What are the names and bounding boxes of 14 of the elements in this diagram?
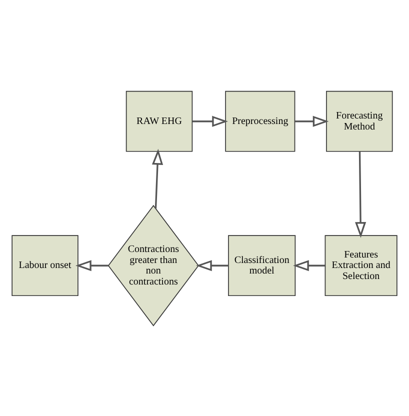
arrow (196, 260, 228, 271)
arrow (152, 148, 164, 208)
arrow (293, 260, 325, 271)
node-box: Classification model (228, 234, 296, 296)
node-box: Labour onset (12, 234, 78, 296)
arrow (355, 150, 366, 238)
arrow (76, 260, 108, 271)
arrow (295, 115, 329, 126)
node-box: Features Extraction and Selection (324, 234, 398, 296)
node-box: Preprocessing (225, 90, 296, 152)
node-diamond: Contractions greater than non contractions (108, 204, 199, 326)
node-box: RAW EHG (126, 90, 193, 152)
node-box: Forecasting Method (326, 90, 393, 152)
arrow (192, 115, 228, 126)
